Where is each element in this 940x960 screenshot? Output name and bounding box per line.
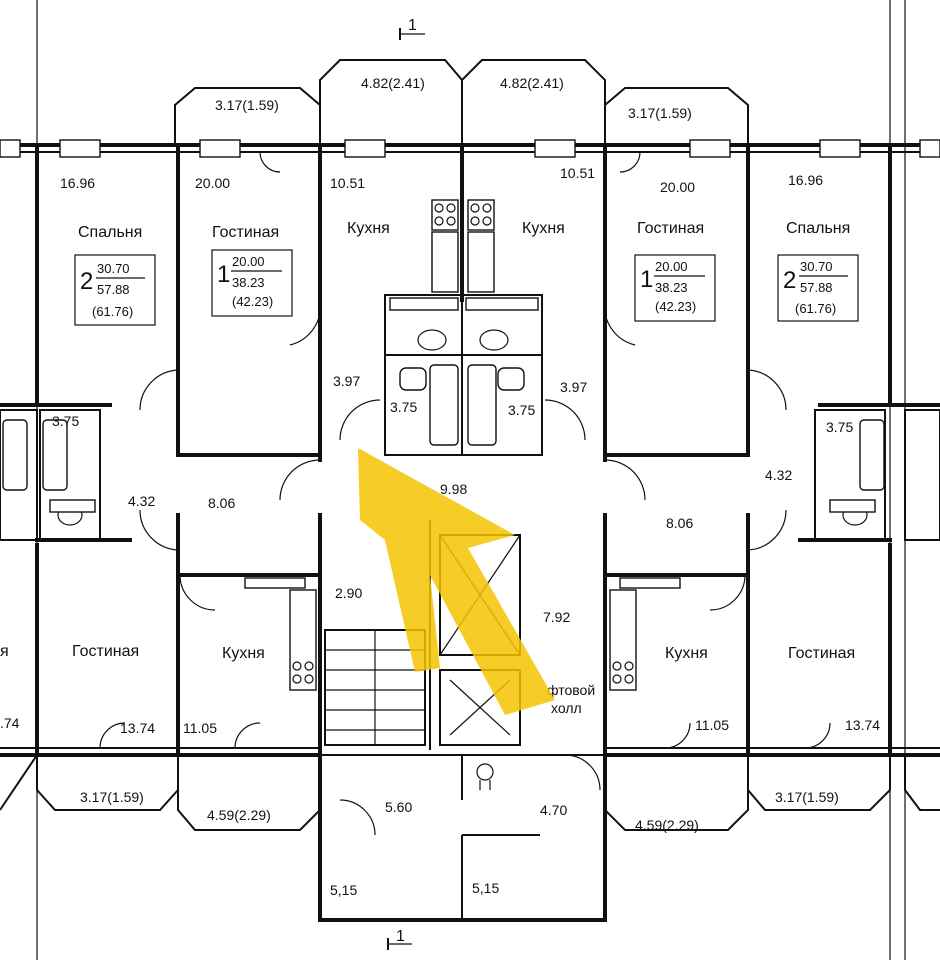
balcony-labels: 4.82(2.41) 4.82(2.41) 3.17(1.59) 3.17(1.… xyxy=(80,75,839,833)
highlight-arrow xyxy=(358,448,555,715)
section-number-bottom: 1 xyxy=(396,928,405,945)
balcony-top-right-wide: 4.82(2.41) xyxy=(500,75,564,91)
left-entry-area: 8.06 xyxy=(208,495,235,511)
exterior-walls xyxy=(0,139,940,757)
stair-landing-area: 2.90 xyxy=(335,585,362,601)
door-swings xyxy=(99,151,831,836)
right-bath-area: 3.75 xyxy=(508,402,535,418)
right-living-bottom-area: 13.74 xyxy=(845,717,880,733)
apartment-total-area: 57.88 xyxy=(800,280,833,295)
left-bedroom-area: 16.96 xyxy=(60,175,95,191)
apartment-tag-a2: 1 20.00 38.23 (42.23) xyxy=(211,249,293,317)
left-corridor-area: 4.32 xyxy=(128,493,155,509)
room-labels: 16.96 Спальня 20.00 Гостиная 10.51 Кухня… xyxy=(0,165,880,736)
apartment-living-area: 20.00 xyxy=(232,254,265,269)
far-left-bath-area: 3.75 xyxy=(52,413,79,429)
balcony-bottom-right-small: 3.17(1.59) xyxy=(775,789,839,805)
loggia-bottom-right: 4.59(2.29) xyxy=(635,817,699,833)
apartment-total-area: 57.88 xyxy=(97,282,130,297)
left-living-top-area: 20.00 xyxy=(195,175,230,191)
technical-area: 4.70 xyxy=(540,802,567,818)
left-hall-area: 3.97 xyxy=(333,373,360,389)
right-corridor-area: 4.32 xyxy=(765,467,792,483)
apartment-living-area: 30.70 xyxy=(800,259,833,274)
apartment-tag-a3: 1 20.00 38.23 (42.23) xyxy=(634,254,716,322)
apartment-rooms: 1 xyxy=(640,266,653,293)
apartment-tag-a4: 2 30.70 57.88 (61.76) xyxy=(777,254,859,322)
common-corridor-area: 9.98 xyxy=(440,481,467,497)
right-bedroom-area: 16.96 xyxy=(788,172,823,188)
lift-hall-label-line2: холл xyxy=(551,700,582,716)
apartment-rooms: 2 xyxy=(80,268,93,295)
right-living-bottom-label: Гостиная xyxy=(788,645,855,662)
apartment-rooms: 2 xyxy=(783,267,796,294)
right-entry-area: 8.06 xyxy=(666,515,693,531)
balcony-bottom-left-small: 3.17(1.59) xyxy=(80,789,144,805)
left-bedroom-label: Спальня xyxy=(78,224,142,241)
apartment-balcony-area: (42.23) xyxy=(655,299,696,314)
apartment-balcony-area: (61.76) xyxy=(92,304,133,319)
right-hall-area: 3.97 xyxy=(560,379,587,395)
loggia-bottom-left: 4.59(2.29) xyxy=(207,807,271,823)
far-left-living-area: .74 xyxy=(0,715,20,731)
apartment-total-area: 38.23 xyxy=(655,280,688,295)
right-living-top-area: 20.00 xyxy=(660,179,695,195)
section-mark-top: 1 xyxy=(399,17,425,40)
far-left-living-label: я xyxy=(0,643,9,660)
apartment-balcony-area: (42.23) xyxy=(232,294,273,309)
left-living-bottom-label: Гостиная xyxy=(72,643,139,660)
right-kitchen-top-area: 10.51 xyxy=(560,165,595,181)
tambour-right-area: 5,15 xyxy=(472,880,499,896)
apartment-total-area: 38.23 xyxy=(232,275,265,290)
left-kitchen-top-area: 10.51 xyxy=(330,175,365,191)
far-right-bath-area: 3.75 xyxy=(826,419,853,435)
right-kitchen-top-label: Кухня xyxy=(522,220,565,237)
lift-hall-area: 7.92 xyxy=(543,609,570,625)
section-number-top: 1 xyxy=(408,17,417,34)
left-bath-area: 3.75 xyxy=(390,399,417,415)
left-living-top-label: Гостиная xyxy=(212,224,279,241)
right-living-top-label: Гостиная xyxy=(637,220,704,237)
fixtures xyxy=(2,199,885,790)
balcony-top-left-wide: 4.82(2.41) xyxy=(361,75,425,91)
balcony-top-right-small: 3.17(1.59) xyxy=(628,105,692,121)
right-kitchen-bottom-area: 11.05 xyxy=(695,717,729,733)
right-bedroom-label: Спальня xyxy=(786,220,850,237)
top-balconies xyxy=(174,59,749,145)
apartment-tag-a1: 2 30.70 57.88 (61.76) xyxy=(74,254,156,326)
vestibule-area: 5.60 xyxy=(385,799,412,815)
section-mark-bottom: 1 xyxy=(387,928,412,950)
left-kitchen-top-label: Кухня xyxy=(347,220,390,237)
apartment-rooms: 1 xyxy=(217,261,230,288)
apartment-living-area: 20.00 xyxy=(655,259,688,274)
tambour-left-area: 5,15 xyxy=(330,882,357,898)
right-kitchen-bottom-label: Кухня xyxy=(665,645,708,662)
apartment-living-area: 30.70 xyxy=(97,261,130,276)
left-kitchen-bottom-label: Кухня xyxy=(222,645,265,662)
left-living-bottom-area: 13.74 xyxy=(120,720,155,736)
highlight-arrow-shape xyxy=(358,448,555,715)
small-area-labels: 3.97 3.97 3.75 3.75 3.75 3.75 4.32 4.32 … xyxy=(52,373,853,898)
apartment-balcony-area: (61.76) xyxy=(795,301,836,316)
lift-hall-label-line1: фтовой xyxy=(547,682,595,698)
balcony-top-left-small: 3.17(1.59) xyxy=(215,97,279,113)
bottom-balconies xyxy=(0,754,940,831)
left-kitchen-bottom-area: 11.05 xyxy=(183,720,217,736)
